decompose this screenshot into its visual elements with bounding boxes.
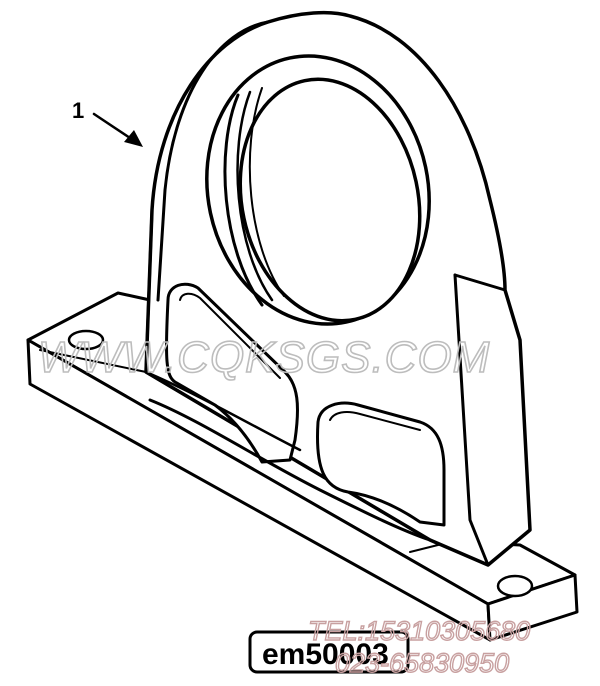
right-bolt-hole	[496, 574, 534, 598]
part-code-box	[248, 630, 410, 674]
seat-ring-1	[223, 93, 264, 307]
callout-number: 1	[72, 98, 84, 123]
right-pocket	[315, 401, 446, 527]
watermark-url: WWW.CQKSGS.COM	[38, 333, 490, 382]
callout: 1	[72, 98, 143, 147]
left-bolt-hole	[67, 329, 105, 351]
right-pocket-inner	[329, 411, 421, 431]
left-pocket-inner	[179, 292, 281, 379]
ring-stand	[144, 10, 532, 567]
flange-edge-upper	[144, 370, 302, 452]
watermark-phone: 023-65830950	[335, 648, 509, 678]
upright-right-edge	[453, 273, 490, 567]
part-code-label: em50003	[248, 630, 410, 674]
upright-left-edge	[144, 208, 154, 374]
seat-ring-3	[248, 87, 285, 297]
part-code-text: em50003	[262, 638, 389, 671]
callout-arrow-head	[124, 130, 143, 147]
left-pocket	[164, 282, 300, 464]
seat-ring-2	[236, 90, 274, 302]
flange-edge	[148, 398, 432, 542]
bore-inner	[238, 77, 422, 323]
upright-inner-rim	[156, 20, 270, 302]
base-seam-left	[39, 349, 147, 373]
ring-step	[453, 273, 507, 292]
watermark-tel: TEL:15310305680	[308, 616, 530, 646]
base-end-face	[486, 573, 579, 642]
